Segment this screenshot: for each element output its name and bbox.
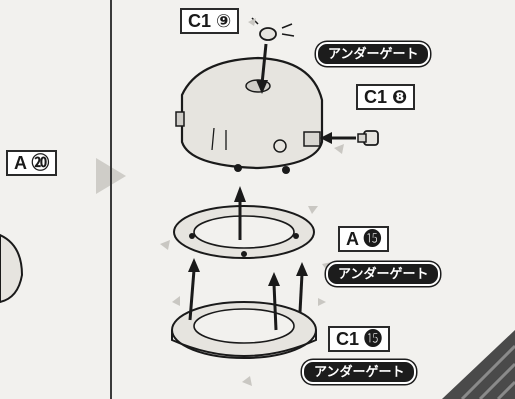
step-divider xyxy=(110,0,112,399)
gate-tag-1: アンダーゲート xyxy=(316,42,431,66)
insert-arrowhead-base-right xyxy=(296,262,308,276)
part-label-top: C1 ⑨ xyxy=(180,8,240,34)
insert-arrowhead-base-mid xyxy=(268,272,280,286)
insert-arrowhead-base-left xyxy=(188,258,200,272)
ring-part-icon xyxy=(173,205,315,259)
insert-arrowhead-side xyxy=(320,132,332,144)
gate-tag-3: アンダーゲート xyxy=(302,360,417,384)
part-label-base: C1 ⓯ xyxy=(328,326,391,352)
insert-arrowhead-top xyxy=(256,80,268,94)
insert-arrow-base-mid xyxy=(272,283,278,331)
gate-tag-2: アンダーゲート xyxy=(326,262,441,286)
insert-arrow-top xyxy=(260,43,268,85)
insert-arrowhead-ring xyxy=(234,186,246,202)
insert-arrow-base-right xyxy=(298,273,304,313)
dome-part-icon xyxy=(175,56,324,174)
insert-arrow-base-left xyxy=(188,269,196,321)
screw-part-icon xyxy=(357,130,379,146)
part-label-side: C1 ❽ xyxy=(356,84,416,110)
part-label-left: A ⑳ xyxy=(6,150,58,176)
left-dome-fragment-icon xyxy=(0,233,24,304)
corner-stripe-marker xyxy=(442,330,515,399)
base-ring-part-icon xyxy=(171,301,317,359)
cap-part-icon xyxy=(251,17,295,41)
part-label-ring: A ⓯ xyxy=(338,226,390,252)
